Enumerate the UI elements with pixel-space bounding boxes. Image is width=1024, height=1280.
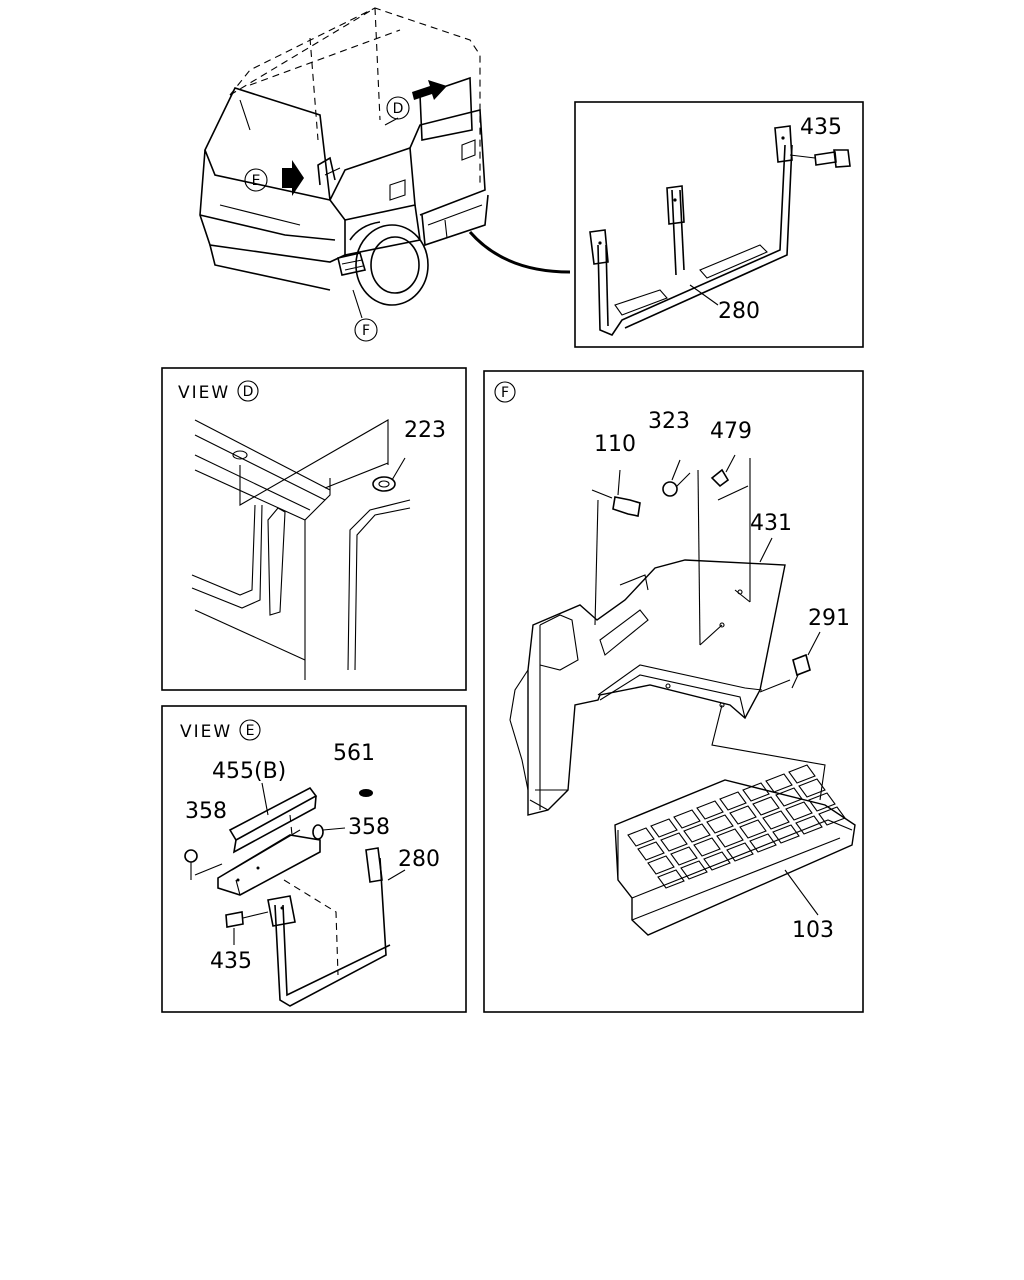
view-d-panel: VIEW D 223 — [161, 367, 467, 691]
part-label-435-view-e: 435 — [210, 949, 252, 974]
step-tread-slot — [788, 764, 816, 784]
view-d-title: VIEW — [178, 383, 230, 403]
step-tread-grid — [627, 764, 846, 889]
view-e-letter: E — [239, 719, 261, 741]
step-tread-slot — [765, 773, 793, 793]
step-tread-slot — [657, 869, 685, 889]
step-tread-slot — [627, 827, 655, 847]
part-label-358-right: 358 — [348, 815, 390, 840]
part-label-479: 479 — [710, 419, 752, 444]
step-tread-slot — [772, 824, 800, 844]
step-tread-slot — [742, 782, 770, 802]
step-tread-slot — [637, 841, 665, 861]
view-d-letter: D — [237, 380, 259, 402]
step-tread-slot — [683, 823, 711, 843]
part-label-280: 280 — [718, 299, 760, 324]
step-tread-slot — [818, 806, 846, 826]
step-tread-slot — [706, 814, 734, 834]
step-tread-slot — [703, 851, 731, 871]
step-tread-slot — [739, 819, 767, 839]
inset-handrail-panel: 435 280 — [574, 101, 864, 348]
part-label-280-view-e: 280 — [398, 847, 440, 872]
step-tread-slot — [752, 796, 780, 816]
step-tread-slot — [696, 800, 724, 820]
step-tread-slot — [670, 846, 698, 866]
part-label-223: 223 — [404, 418, 446, 443]
truck-overview: D E F — [199, 7, 571, 342]
step-tread-slot — [726, 842, 754, 862]
step-tread-slot — [798, 778, 826, 798]
callout-d: D — [386, 96, 410, 120]
arrow-e-icon — [282, 160, 304, 196]
step-tread-slot — [785, 801, 813, 821]
svg-text:D: D — [393, 101, 404, 117]
callout-e: E — [244, 168, 268, 192]
step-tread-slot — [795, 815, 823, 835]
part-label-455b: 455(B) — [212, 759, 286, 784]
step-tread-slot — [749, 833, 777, 853]
view-e-title: VIEW — [180, 722, 232, 742]
callout-f: F — [354, 318, 378, 342]
step-tread-slot — [673, 809, 701, 829]
step-tread-slot — [808, 792, 836, 812]
part-label-435: 435 — [800, 115, 842, 140]
part-label-323: 323 — [648, 409, 690, 434]
step-tread-slot — [775, 787, 803, 807]
part-label-431: 431 — [750, 511, 792, 536]
step-tread-slot — [680, 860, 708, 880]
step-103 — [614, 764, 856, 936]
svg-text:F: F — [362, 323, 370, 339]
part-label-103: 103 — [792, 918, 834, 943]
step-tread-slot — [647, 855, 675, 875]
svg-text:E: E — [246, 723, 255, 739]
step-tread-slot — [719, 791, 747, 811]
part-label-358-left: 358 — [185, 799, 227, 824]
svg-text:F: F — [501, 385, 509, 401]
view-f-letter: F — [494, 381, 516, 403]
view-f-panel: F 110 323 479 — [483, 370, 864, 1013]
step-tread-slot — [716, 828, 744, 848]
step-tread-slot — [650, 818, 678, 838]
part-label-110: 110 — [594, 432, 636, 457]
step-tread-slot — [693, 837, 721, 857]
step-tread-slot — [729, 805, 757, 825]
part-label-291: 291 — [808, 606, 850, 631]
part-label-561: 561 — [333, 741, 375, 766]
svg-text:E: E — [252, 173, 261, 189]
step-tread-slot — [762, 810, 790, 830]
view-e-panel: VIEW E 561 455(B) 358 358 — [161, 705, 467, 1013]
step-tread-slot — [660, 832, 688, 852]
svg-text:D: D — [243, 384, 254, 400]
arrow-d-icon — [412, 80, 447, 100]
